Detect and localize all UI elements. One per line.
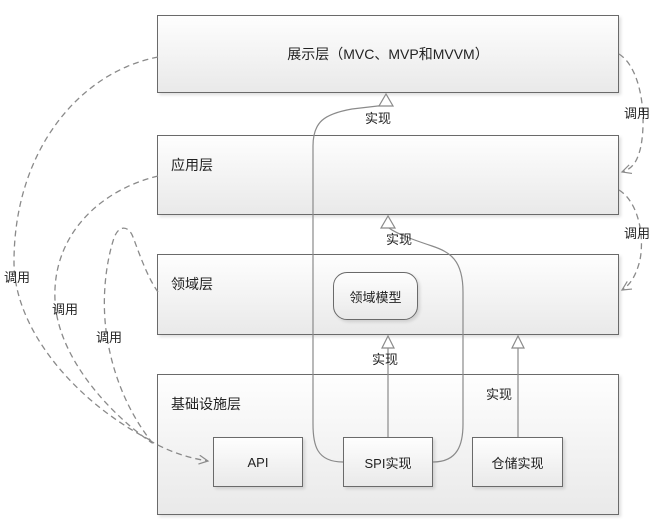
realization-arrowhead-application: [379, 214, 397, 229]
node-domain-model-label: 领域模型: [349, 289, 402, 305]
label-call-presentation-api: 调用: [4, 270, 31, 285]
node-domain-model: 领域模型: [333, 272, 418, 320]
label-call-presentation-application: 调用: [624, 106, 651, 121]
node-api: API: [213, 437, 303, 487]
layer-application-label: 应用层: [171, 157, 213, 173]
layer-application: 应用层: [157, 135, 619, 215]
label-realize-spi-domain: 实现: [372, 352, 399, 367]
label-realize-spi-application: 实现: [386, 232, 413, 247]
layer-domain-label: 领域层: [171, 276, 213, 292]
realization-arrowhead-presentation: [377, 92, 395, 107]
layer-presentation-label: 展示层（MVC、MVP和MVVM）: [287, 46, 489, 62]
realization-arrowhead-domain-spi: [381, 334, 395, 349]
node-spi-impl: SPI实现: [343, 437, 433, 487]
node-spi-impl-label: SPI实现: [364, 455, 412, 471]
node-repo-impl-label: 仓储实现: [491, 455, 544, 471]
node-repo-impl: 仓储实现: [472, 437, 563, 487]
realization-arrowhead-domain-repo: [511, 334, 525, 349]
label-call-application-domain: 调用: [624, 226, 651, 241]
layer-presentation: 展示层（MVC、MVP和MVVM）: [157, 15, 619, 93]
label-realize-spi-presentation: 实现: [365, 111, 392, 126]
connector-call-presentation-api: [13, 56, 159, 441]
node-api-label: API: [247, 454, 269, 470]
label-realize-repo-domain: 实现: [486, 387, 513, 402]
label-call-application-api: 调用: [52, 302, 79, 317]
label-call-domain-api: 调用: [96, 330, 123, 345]
layer-infrastructure-label: 基础设施层: [171, 396, 241, 412]
